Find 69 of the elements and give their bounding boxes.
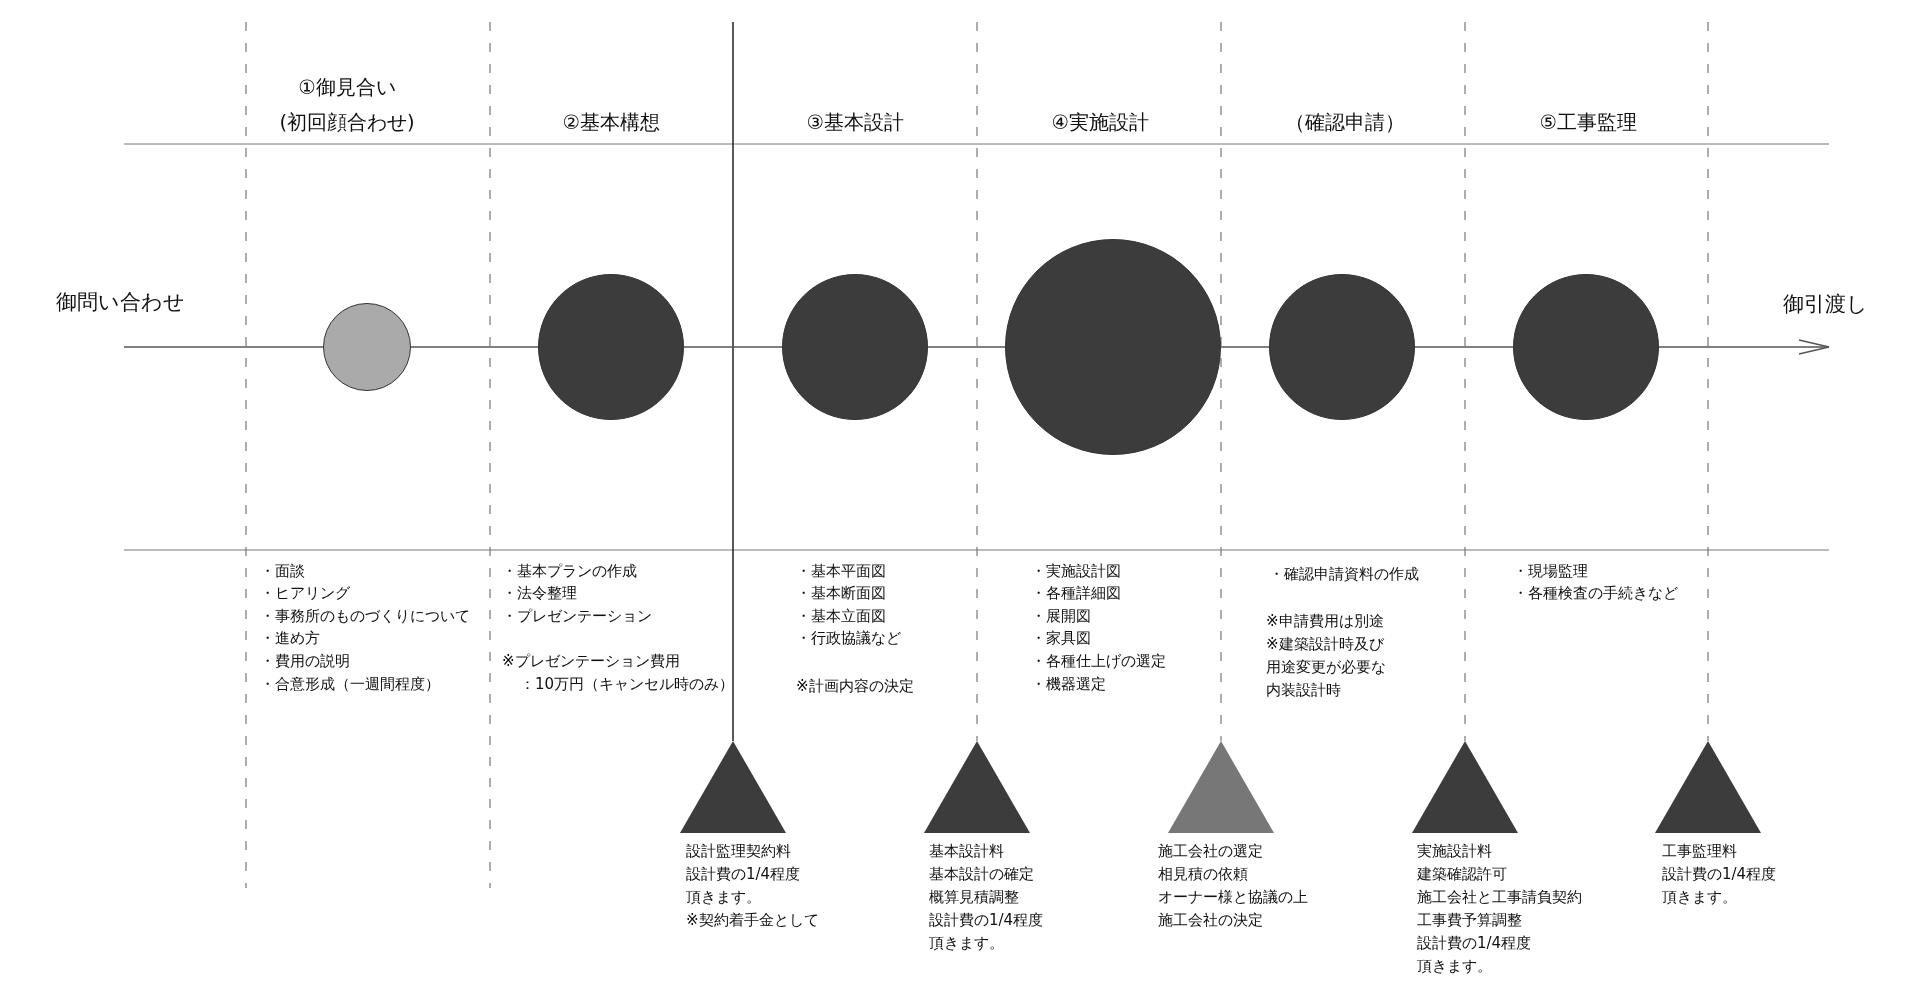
- list-item: ・基本プランの作成: [502, 560, 637, 582]
- milestone-triangle: [1168, 741, 1274, 833]
- list-item: ・合意形成（一週間程度）: [260, 673, 440, 695]
- list-item: ・費用の説明: [260, 650, 350, 672]
- list-item: ・行政協議など: [796, 627, 901, 649]
- fee-note: 設計費の1/4程度: [1662, 863, 1777, 885]
- list-item: ・現場監理: [1513, 560, 1588, 582]
- fee-note: ※契約着手金として: [686, 909, 819, 931]
- phase-heading: ④実施設計: [1050, 109, 1150, 136]
- milestone-triangle: [1655, 741, 1761, 833]
- list-item: ・展開図: [1031, 605, 1091, 627]
- fee-note: 頂きます。: [929, 932, 1004, 954]
- fee-note: 基本設計の確定: [929, 863, 1034, 885]
- fee-note: 設計監理契約料: [686, 840, 791, 862]
- fee-note: オーナー様と協議の上: [1158, 886, 1308, 908]
- list-item: ・基本断面図: [796, 582, 886, 604]
- phase-heading: ①御見合い(初回顔合わせ): [278, 74, 416, 136]
- milestone-triangle: [1412, 741, 1518, 833]
- timeline-line: [1220, 346, 1270, 348]
- fee-note: 基本設計料: [929, 840, 1004, 862]
- timeline-line: [1414, 346, 1514, 348]
- phase-heading: ②基本構想: [561, 109, 661, 136]
- end-label: 御引渡し: [1782, 289, 1868, 347]
- note-text: ※申請費用は別途: [1266, 610, 1384, 632]
- list-item: ・確認申請資料の作成: [1269, 563, 1419, 585]
- phase-heading: ③基本設計: [805, 109, 905, 136]
- timeline-line: [123, 346, 324, 348]
- fee-note: 施工会社の決定: [1158, 909, 1263, 931]
- fee-note: 工事費予算調整: [1417, 909, 1522, 931]
- note-text: ※建築設計時及び用途変更が必要な内装設計時: [1266, 633, 1387, 701]
- fee-note: 実施設計料: [1417, 840, 1492, 862]
- fee-note: 設計費の1/4程度: [1417, 932, 1532, 954]
- list-item: ・基本平面図: [796, 560, 886, 582]
- phase-heading: （確認申請）: [1284, 109, 1406, 136]
- list-item: ・基本立面図: [796, 605, 886, 627]
- fee-note: 頂きます。: [686, 886, 761, 908]
- list-item: ・法令整理: [502, 582, 577, 604]
- timeline-line: [683, 346, 783, 348]
- list-item: ・事務所のものづくりについて: [260, 605, 470, 627]
- list-item: ・プレゼンテーション: [502, 605, 652, 627]
- fee-note: 施工会社と工事請負契約: [1417, 886, 1582, 908]
- list-item: ・各種検査の手続きなど: [1513, 582, 1678, 604]
- fee-note: 設計費の1/4程度: [929, 909, 1044, 931]
- phase-heading: ⑤工事監理: [1538, 109, 1638, 136]
- fee-note: 設計費の1/4程度: [686, 863, 801, 885]
- fee-note: 頂きます。: [1662, 886, 1737, 908]
- milestone-triangle: [680, 741, 786, 833]
- fee-note: 建築確認許可: [1417, 863, 1507, 885]
- fee-note: 頂きます。: [1417, 955, 1492, 977]
- timeline-line: [927, 346, 1006, 348]
- note-text: ※計画内容の決定: [796, 675, 914, 697]
- note-text: ※プレゼンテーション費用: [502, 650, 680, 672]
- list-item: ・面談: [260, 560, 305, 582]
- fee-note: 施工会社の選定: [1158, 840, 1263, 862]
- list-item: ・機器選定: [1031, 673, 1106, 695]
- fee-note: 概算見積調整: [929, 886, 1019, 908]
- timeline-line: [410, 346, 539, 348]
- list-item: ・各種詳細図: [1031, 582, 1121, 604]
- list-item: ・各種仕上げの選定: [1031, 650, 1166, 672]
- start-label: 御問い合わせ: [55, 287, 185, 347]
- list-item: ・実施設計図: [1031, 560, 1121, 582]
- fee-note: 工事監理料: [1662, 840, 1737, 862]
- milestone-triangle: [924, 741, 1030, 833]
- list-item: ・進め方: [260, 627, 320, 649]
- note-text: ：10万円（キャンセル時のみ）: [520, 673, 735, 695]
- fee-note: 相見積の依頼: [1158, 863, 1248, 885]
- timeline-arrow: [1658, 339, 1830, 355]
- list-item: ・ヒアリング: [260, 582, 350, 604]
- list-item: ・家具図: [1031, 627, 1091, 649]
